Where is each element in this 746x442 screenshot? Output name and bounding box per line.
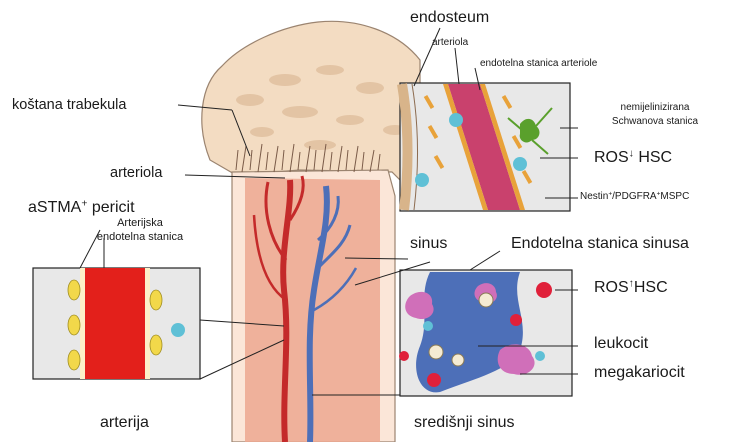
label-sredisnji-sinus: središnji sinus (414, 415, 514, 431)
label-nestin-b: /PDGFRA (612, 191, 656, 202)
label-arteriola-top: arteriola (432, 38, 468, 48)
label-nestin: Nestin+/PDGFRA+MSPC (580, 192, 689, 202)
label-nemijelinizirana: nemijelinizirana Schwanova stanica (580, 103, 730, 127)
label-ros-low-hsc: ROS↓ HSC (594, 150, 672, 166)
label-ros-low-hsc-text: HSC (638, 149, 672, 166)
bone (202, 21, 420, 442)
label-ros-high-hsc: ROS↑HSC (594, 280, 668, 296)
label-arterijska: Arterijska endotelna stanica (80, 218, 200, 243)
label-nestin-c: MSPC (660, 191, 689, 202)
hsc-cell (171, 323, 185, 337)
label-endotelna-arteriole: endotelna stanica arteriole (480, 59, 597, 69)
label-astma-a: aSTMA (28, 199, 81, 216)
label-leukocit: leukocit (594, 336, 648, 352)
label-arterijska-line2: endotelna stanica (80, 232, 200, 243)
label-astma-pericit: aSTMA+ pericit (28, 200, 135, 216)
label-arteriola-mid: arteriola (110, 166, 162, 181)
label-nestin-a: Nestin (580, 191, 608, 202)
label-megakariocit: megakariocit (594, 365, 685, 381)
label-arterijska-line1: Arterijska (80, 218, 200, 229)
hsc-cell (415, 173, 429, 187)
label-ros-low: ROS (594, 149, 629, 166)
label-kostana-trabekula: koštana trabekula (12, 98, 126, 113)
artery-inset (85, 268, 145, 379)
label-endosteum: endosteum (410, 10, 489, 26)
label-nemijelinizirana-line1: nemijelinizirana (580, 103, 730, 113)
label-astma-b: pericit (87, 199, 134, 216)
inset-sinus-box (399, 270, 572, 396)
label-ros-high-hsc-text: HSC (634, 279, 668, 296)
hsc-cell (449, 113, 463, 127)
label-endotelna-sinusa: Endotelna stanica sinusa (511, 236, 689, 252)
inset-arteriole-box (400, 83, 570, 211)
label-ros-high: ROS (594, 279, 629, 296)
label-sinus: sinus (410, 236, 447, 252)
label-nemijelinizirana-line2: Schwanova stanica (580, 117, 730, 127)
hsc-cell (513, 157, 527, 171)
arrow-down-icon: ↓ (629, 148, 634, 159)
label-arterija: arterija (100, 415, 149, 431)
inset-artery-box (33, 268, 200, 379)
